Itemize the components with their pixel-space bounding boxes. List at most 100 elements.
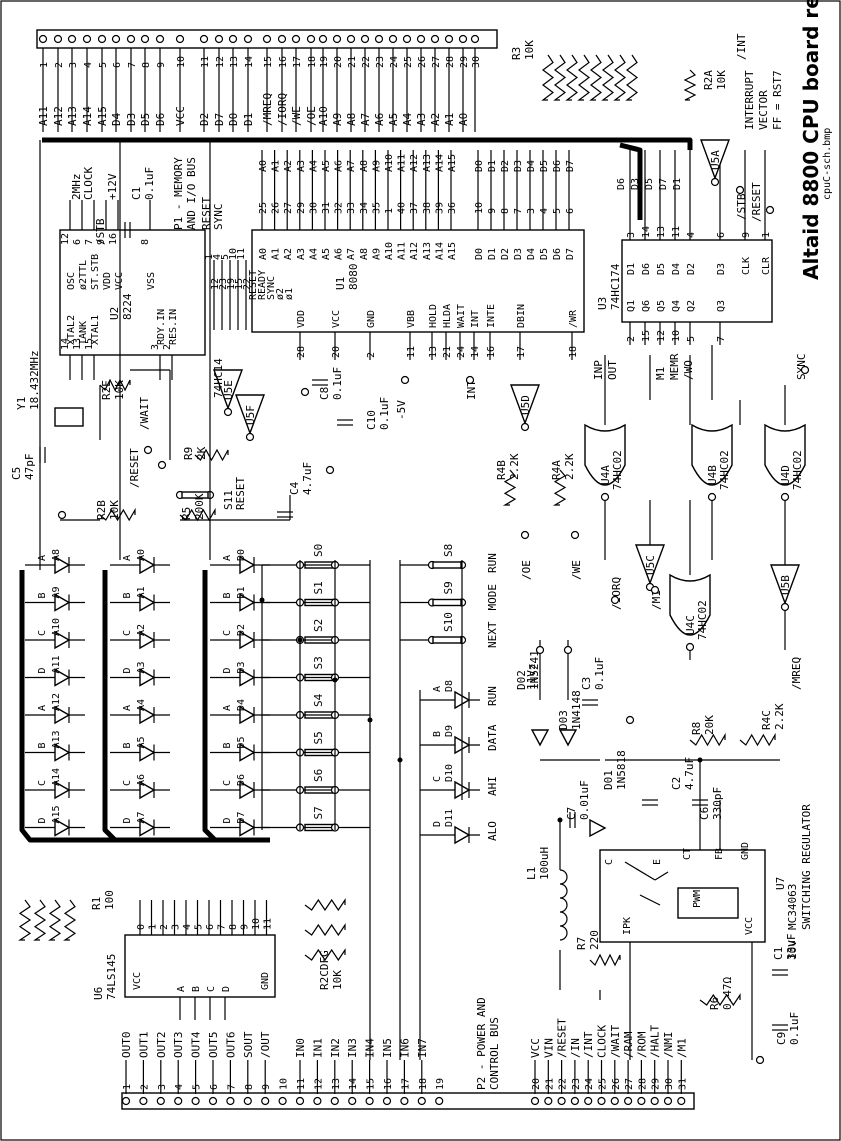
u3-pin-num: 5 [686, 336, 697, 342]
p2-pin-num: 21 [544, 1078, 555, 1090]
u2-pin-num: 11 [236, 248, 247, 260]
u1-pin-num: 39 [434, 202, 445, 214]
terminal [765, 205, 775, 215]
diode-signal: D0 [236, 549, 247, 561]
u3-pin-num: 13 [656, 226, 667, 238]
p2-pin-num: 4 [174, 1084, 185, 1090]
u3-ref: U3 [596, 297, 609, 310]
u3-bus-net: D7 [658, 178, 669, 190]
svg-text:P1 - MEMORY: P1 - MEMORY [172, 157, 185, 230]
p2-pin-num: 18 [418, 1078, 429, 1090]
u1-pin-num: 12 [210, 278, 221, 290]
p2-pin-num: 31 [677, 1078, 688, 1090]
resistor [304, 923, 346, 937]
component-value: 2.2K [773, 703, 786, 730]
terminal [435, 1096, 444, 1106]
component-ref: C7 [565, 807, 578, 820]
u1-pin-name: VCC [331, 310, 342, 328]
component-value: 330pF [711, 787, 724, 820]
component-value: 0.1uF [788, 1012, 801, 1045]
u1-addr-net: A3 [296, 160, 307, 172]
diode [54, 668, 71, 687]
component-value: 33uF [785, 934, 798, 961]
diode-signal: A8 [51, 549, 62, 561]
component-ref: R2CDFG [318, 950, 331, 990]
u1-pin-name: A2 [283, 248, 294, 260]
terminal [570, 1096, 580, 1106]
p1-pin-signal: A2 [429, 113, 442, 126]
u7-pin-name: PWM [692, 890, 703, 908]
u3-pin-name: Q1 [626, 300, 637, 312]
terminal [625, 715, 635, 725]
p1-pin-signal: A0 [457, 113, 470, 126]
switch-label: NEXT [486, 621, 499, 648]
p2-pin-signal: /RAM [622, 1031, 635, 1058]
terminal [243, 1096, 252, 1106]
terminal [458, 34, 468, 44]
u1-pin-name: GND [366, 310, 377, 328]
led-label: AHI [486, 776, 499, 796]
u3-pin-name: D2 [686, 263, 697, 275]
u1-pin-name: D3 [513, 248, 524, 260]
switch-ref: S4 [312, 693, 325, 707]
u3-pin-num: 12 [656, 330, 667, 342]
p1-pin-signal: D1 [242, 113, 255, 126]
switch-ref: S3 [312, 656, 325, 669]
p1-pin-signal: D0 [227, 113, 240, 126]
u1-pin-name: A11 [397, 242, 408, 260]
u1-pin-num: 34 [359, 202, 370, 214]
terminal [677, 1096, 686, 1106]
u3-pin-num: 10 [671, 330, 682, 342]
terminal [318, 34, 328, 44]
led-letter: C [432, 776, 443, 782]
terminal [610, 595, 620, 605]
u1-data-net: D3 [513, 160, 524, 172]
p1-pin-num: 26 [417, 56, 428, 68]
terminal [306, 34, 316, 44]
p2-pin-signal: VCC [529, 1038, 542, 1058]
u1-addr-net: A9 [371, 160, 382, 172]
diode [54, 780, 71, 800]
gate-part: 74HC02 [696, 600, 709, 640]
diode-letter: A [37, 555, 48, 561]
p1-pin-num: 7 [127, 62, 138, 68]
u2-pin-num: 5 [220, 254, 231, 260]
p2-pin-signal: /RESET [556, 1018, 569, 1058]
u1-pin-name: D0 [474, 248, 485, 260]
u1-addr-net: A1 [271, 160, 282, 172]
diode-signal: D1 [236, 586, 247, 598]
p2-pin-num: 15 [366, 1078, 377, 1090]
terminal [226, 1096, 235, 1106]
u3-output-signal: OUT [606, 360, 619, 380]
terminal [400, 1096, 409, 1106]
switch-ref: S6 [312, 769, 325, 782]
u3-bus-net: D5 [644, 178, 655, 190]
component-ref: R2E [100, 380, 113, 400]
diode-letter: C [222, 780, 233, 786]
p1-pin-signal: A7 [359, 113, 372, 126]
signal-label: +12V [106, 173, 119, 200]
gate-ref: U4C [684, 615, 697, 635]
terminal [348, 1096, 357, 1106]
diode-d01 [589, 818, 607, 838]
resistor [541, 54, 554, 101]
diode [139, 780, 156, 800]
u1-data-net: D4 [526, 160, 537, 172]
p1-pin-num: 17 [292, 56, 303, 68]
u2-pin-num: 10 [228, 248, 239, 260]
inverter-gate [212, 369, 244, 411]
p2-pin-num: 26 [611, 1078, 622, 1090]
component-value: 0.47Ω [721, 977, 734, 1010]
terminal [157, 460, 167, 470]
p1-pin-signal: A8 [345, 113, 358, 126]
u6-pin-name: 11 [263, 918, 274, 930]
terminal [330, 1096, 339, 1106]
p2-pin-signal: /ROM [635, 1031, 648, 1058]
terminal [780, 492, 790, 502]
terminal [400, 375, 410, 385]
terminal [650, 1096, 659, 1106]
u1-pin-num: 23 [218, 278, 229, 290]
p1-pin-num: 10 [176, 56, 187, 68]
signal-label: /STB [735, 193, 748, 220]
gate-ref: U5D [519, 395, 532, 415]
